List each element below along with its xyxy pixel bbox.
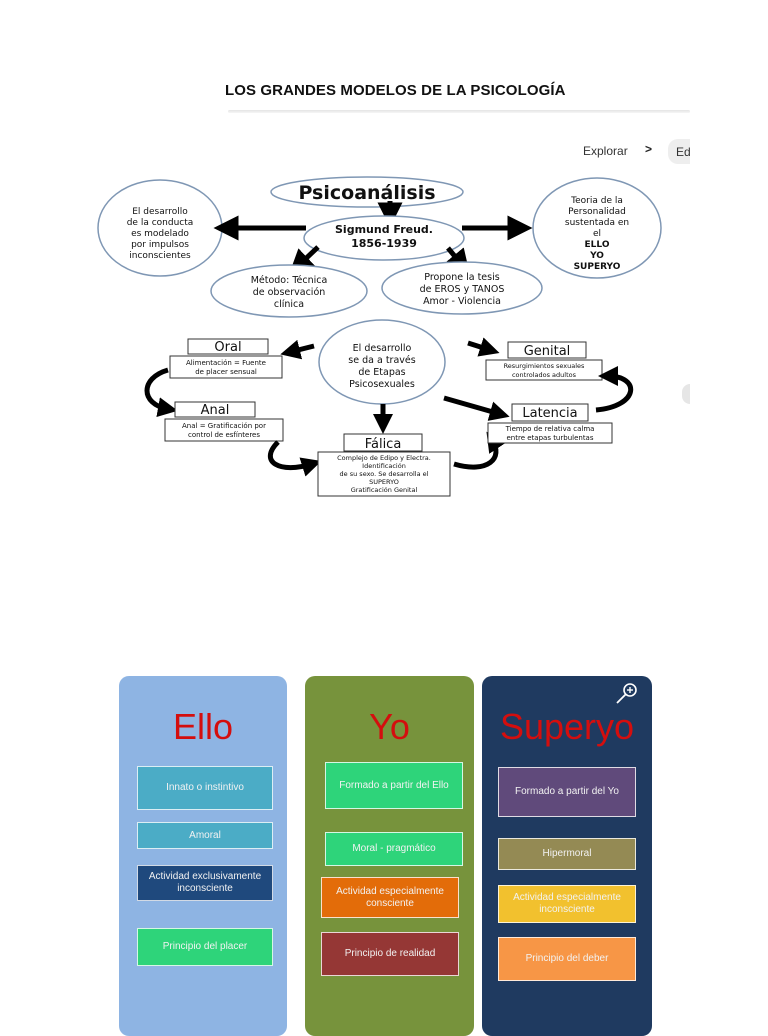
explore-link[interactable]: Explorar (583, 144, 628, 158)
thesis-line-1: Propone la tesis (424, 272, 499, 283)
falica-desc-1: Complejo de Edipo y Electra. (337, 454, 431, 462)
method-line-1: Método: Técnica (251, 275, 328, 286)
latencia-desc-1: Tiempo de relativa calma (505, 425, 595, 433)
ello-item-1: Innato o instintivo (137, 766, 273, 810)
genital-label-box (507, 341, 587, 359)
conduct-line-5: inconscientes (129, 251, 191, 261)
latencia-label: Latencia (522, 406, 577, 421)
curve-oral-to-anal (144, 367, 178, 418)
anal-desc-1: Anal = Gratificación por (182, 422, 266, 430)
falica-desc-box (317, 451, 451, 497)
thesis-line-3: Amor - Violencia (423, 296, 501, 307)
curve-anal-to-falica (267, 440, 322, 477)
arrow-stages-to-genital (467, 337, 500, 357)
falica-desc-3: de su sexo. Se desarrolla el (340, 470, 429, 478)
conduct-circle (97, 179, 223, 277)
arrow-stages-to-oral (280, 339, 315, 360)
superyo-item-4: Principio del deber (498, 937, 636, 981)
yo-item-2: Moral - pragmático (325, 832, 463, 866)
superyo-item-3: Actividad especialmente inconsciente (498, 885, 636, 923)
genital-desc-1: Resurgimientos sexuales (504, 362, 585, 370)
personality-line-7: SUPERYO (574, 262, 621, 272)
arrow-stages-to-latencia (443, 395, 510, 421)
genital-desc-2: controlados adultos (512, 371, 577, 379)
falica-label: Fálica (365, 437, 402, 452)
method-line-3: clínica (274, 299, 304, 310)
zoom-in-icon[interactable] (614, 680, 640, 706)
freud-line-2: 1856-1939 (351, 237, 417, 250)
oral-label-box (187, 338, 269, 355)
ello-column: Ello Innato o instintivo Amoral Activida… (119, 676, 287, 1036)
conduct-line-2: de la conducta (127, 218, 194, 228)
conduct-line-3: es modelado (131, 229, 189, 239)
ello-item-2: Amoral (137, 822, 273, 849)
superyo-title: Superyo (499, 706, 635, 747)
ello-item-4: Principio del placer (137, 928, 273, 966)
superyo-item-2: Hipermoral (498, 838, 636, 870)
personality-line-2: Personalidad (568, 207, 626, 217)
edit-button-label[interactable]: Ed (676, 145, 691, 159)
falica-desc-5: Gratificación Genital (351, 486, 418, 494)
psicoanalisis-ellipse (270, 176, 464, 208)
personality-line-1: Teoria de la (570, 196, 623, 206)
personality-line-4: el (593, 229, 601, 239)
yo-item-1: Formado a partir del Ello (325, 762, 463, 809)
falica-label-box (343, 433, 423, 452)
stages-line-1: El desarrollo (353, 343, 412, 354)
ello-title: Ello (172, 706, 234, 747)
curve-latencia-to-genital (595, 366, 634, 413)
personality-line-5: ELLO (585, 240, 610, 250)
oral-label: Oral (214, 340, 241, 355)
chevron-right-icon[interactable]: > (645, 142, 653, 156)
yo-item-4: Principio de realidad (321, 932, 459, 976)
oral-desc-1: Alimentación = Fuente (186, 359, 266, 367)
thesis-line-2: de EROS y TANOS (420, 284, 505, 295)
ello-item-3: Actividad exclusivamente inconsciente (137, 865, 273, 901)
yo-title: Yo (369, 706, 410, 747)
conduct-line-4: por impulsos (131, 240, 189, 250)
yo-column: Yo Formado a partir del Ello Moral - pra… (305, 676, 474, 1036)
conduct-line-1: El desarrollo (132, 207, 188, 217)
falica-desc-2: Identificación (362, 462, 406, 470)
personality-circle (532, 177, 662, 279)
method-ellipse (210, 264, 368, 318)
stages-line-4: Psicosexuales (349, 379, 415, 390)
anal-label: Anal (201, 403, 230, 418)
genital-label: Genital (524, 344, 571, 359)
personality-line-6: YO (589, 251, 604, 261)
latencia-label-box (511, 403, 589, 422)
curve-falica-to-latencia (453, 431, 506, 470)
stages-line-3: de Etapas (358, 367, 405, 378)
anal-desc-2: control de esfínteres (188, 431, 260, 439)
page-title: LOS GRANDES MODELOS DE LA PSICOLOGÍA (225, 82, 566, 99)
latencia-desc-box (487, 422, 613, 444)
freud-ellipse (303, 215, 465, 261)
personality-line-3: sustentada en (565, 218, 629, 228)
superyo-item-1: Formado a partir del Yo (498, 767, 636, 817)
thesis-ellipse (381, 261, 543, 315)
anal-desc-box (164, 418, 284, 442)
title-divider (228, 110, 690, 113)
psicoanalisis-title: Psicoanálisis (298, 182, 435, 204)
arrow-freud-to-method (288, 245, 320, 275)
latencia-desc-2: entre etapas turbulentas (507, 434, 594, 442)
falica-desc-4: SUPERYO (369, 478, 399, 486)
psychoanalysis-diagram: Psicoanálisis Sigmund Freud. 1856-1939 E… (97, 176, 662, 497)
freud-line-1: Sigmund Freud. (335, 223, 433, 236)
oral-desc-box (169, 355, 283, 379)
method-line-2: de observación (253, 287, 326, 298)
carousel-next-button[interactable] (682, 384, 690, 404)
stages-line-2: se da a través (348, 355, 415, 366)
oral-desc-2: de placer sensual (195, 368, 257, 376)
superyo-column: Superyo Formado a partir del Yo Hipermor… (482, 676, 652, 1036)
anal-label-box (174, 401, 256, 418)
edit-button[interactable] (668, 139, 690, 164)
yo-item-3: Actividad especialmente consciente (321, 877, 459, 918)
